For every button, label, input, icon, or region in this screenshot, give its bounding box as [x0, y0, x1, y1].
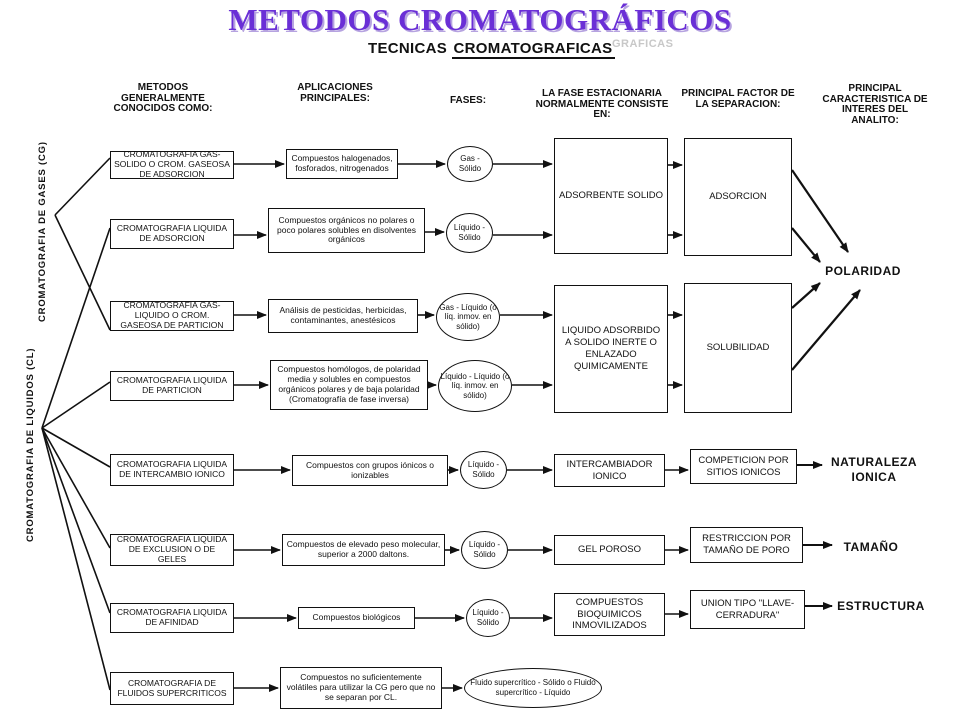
stationary-box: COMPUESTOS BIOQUIMICOS INMOVILIZADOS: [554, 593, 665, 636]
phase-ellipse: Líquido - Sólido: [460, 451, 507, 489]
result-polaridad: POLARIDAD: [825, 264, 901, 278]
application-box: Análisis de pesticidas, herbicidas, cont…: [268, 299, 418, 333]
application-box: Compuestos homólogos, de polaridad media…: [270, 360, 428, 410]
subtitle-prefix: TECNICAS: [368, 40, 448, 57]
header-fases: FASES:: [449, 95, 487, 106]
method-box: CROMATOGRAFIA LIQUIDA DE INTERCAMBIO ION…: [110, 454, 234, 486]
application-box: Compuestos halogenados, fosforados, nitr…: [286, 149, 398, 179]
header-aplicaciones: APLICACIONES PRINCIPALES:: [297, 82, 373, 104]
side-label-liquidos: CROMATOGRAFIA DE LIQUIDOS (CL): [25, 347, 36, 542]
stationary-box: GEL POROSO: [554, 535, 665, 565]
phase-ellipse: Fluido supercrítico - Sólido o Fluido su…: [464, 668, 602, 708]
header-caracteristica: PRINCIPAL CARACTERISTICA DE INTERES DEL …: [822, 83, 928, 126]
arrow: [791, 169, 849, 253]
factor-box: SOLUBILIDAD: [684, 283, 792, 413]
method-box: CROMATOGRAFIA LIQUIDA DE EXCLUSION O DE …: [110, 534, 234, 566]
method-box: CROMATOGRAFIA DE FLUIDOS SUPERCRITICOS: [110, 672, 234, 705]
liquid-bracket-line: [41, 427, 111, 614]
header-fase-estacionaria: LA FASE ESTACIONARIA NORMALMENTE CONSIST…: [535, 88, 669, 120]
application-box: Compuestos biológicos: [298, 607, 415, 629]
stationary-box: ADSORBENTE SOLIDO: [554, 138, 668, 254]
phase-ellipse: Gas - Líquido (o líq. inmov. en sólido): [436, 293, 500, 341]
liquid-bracket-line: [41, 427, 111, 691]
application-box: Compuestos no suficientemente volátiles …: [280, 667, 442, 709]
factor-box: ADSORCION: [684, 138, 792, 256]
arrow: [791, 227, 821, 263]
application-box: Compuestos de elevado peso molecular, su…: [282, 534, 445, 566]
result-naturaleza-ionica: NATURALEZA IONICA: [830, 455, 918, 484]
result-tamano: TAMAÑO: [843, 540, 899, 554]
application-box: Compuestos con grupos iónicos o ionizabl…: [292, 455, 448, 486]
side-label-gases: CROMATOGRAFIA DE GASES (CG): [37, 141, 48, 322]
arrow: [791, 289, 861, 371]
liquid-bracket-line: [41, 427, 111, 549]
phase-ellipse: Líquido - Líquido (o líq. inmov. en sóli…: [438, 360, 512, 412]
page-title: METODOS CROMATOGRÁFICOS: [228, 2, 732, 37]
phase-ellipse: Gas - Sólido: [447, 146, 493, 182]
ghost-subtitle: GRAFICAS: [612, 38, 674, 50]
phase-ellipse: Líquido - Sólido: [446, 213, 493, 253]
header-metodos: METODOS GENERALMENTE CONOCIDOS COMO:: [113, 82, 213, 114]
factor-box: UNION TIPO "LLAVE-CERRADURA": [690, 590, 805, 629]
application-box: Compuestos orgánicos no polares o poco p…: [268, 208, 425, 253]
liquid-bracket-line: [41, 227, 111, 429]
phase-ellipse: Líquido - Sólido: [461, 531, 508, 569]
method-box: CROMATOGRAFIA LIQUIDA DE PARTICION: [110, 371, 234, 401]
gas-bracket-line: [54, 214, 111, 331]
header-factor: PRINCIPAL FACTOR DE LA SEPARACION:: [681, 88, 795, 110]
arrow: [791, 282, 821, 309]
method-box: CROMATOGRAFIA GAS-LIQUIDO O CROM. GASEOS…: [110, 300, 234, 331]
liquid-bracket-line: [41, 427, 111, 468]
result-estructura: ESTRUCTURA: [837, 599, 925, 613]
factor-box: COMPETICION POR SITIOS IONICOS: [690, 449, 797, 484]
method-box: CROMATOGRAFIA GAS-SOLIDO O CROM. GASEOSA…: [110, 149, 234, 179]
gas-bracket-line: [54, 157, 111, 216]
phase-ellipse: Líquido - Sólido: [466, 599, 510, 637]
method-box: CROMATOGRAFIA LIQUIDA DE AFINIDAD: [110, 603, 234, 633]
subtitle-main: CROMATOGRAFICAS: [451, 40, 615, 59]
subtitle: TECNICAS CROMATOGRAFICAS: [368, 40, 615, 59]
factor-box: RESTRICCION POR TAMAÑO DE PORO: [690, 527, 803, 563]
method-box: CROMATOGRAFIA LIQUIDA DE ADSORCION: [110, 219, 234, 249]
stationary-box: LIQUIDO ADSORBIDO A SOLIDO INERTE O ENLA…: [554, 285, 668, 413]
stationary-box: INTERCAMBIADOR IONICO: [554, 454, 665, 487]
liquid-bracket-line: [41, 381, 111, 429]
